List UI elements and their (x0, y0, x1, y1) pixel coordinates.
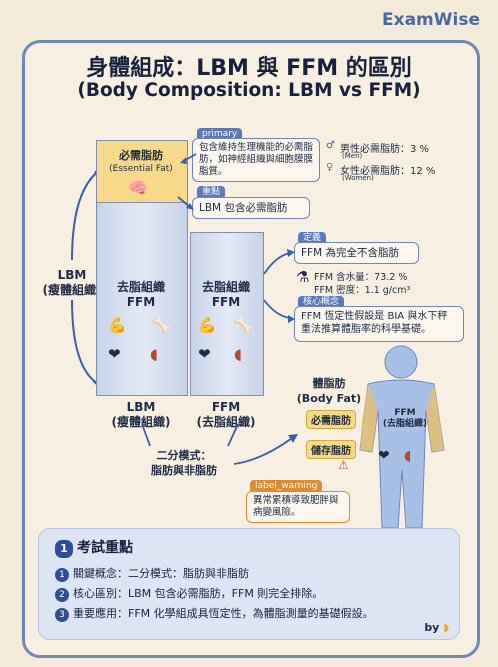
lbm-column-inner-label: 去脂組織 FFM (116, 280, 165, 309)
warning-icon: ⚠ (338, 458, 349, 472)
liver-icon: ◖ (404, 448, 412, 464)
female-essential-fat: 女性必需脂肪：12 % (340, 166, 436, 177)
essential-fat-label: 必需脂肪 (119, 149, 163, 162)
ffm-water-content: FFM 含水量：73.2 % (314, 272, 408, 283)
liver-icon: ◖ (150, 345, 158, 363)
primary-arrow (180, 153, 197, 164)
liver-icon: ◖ (234, 345, 242, 363)
banana-icon: ◗ (443, 621, 449, 634)
brand-logo: ExamWise (382, 10, 480, 30)
heart-icon: ❤ (378, 448, 390, 464)
essential-fat-chip: 必需脂肪 (306, 410, 356, 429)
key-arrow (177, 196, 194, 210)
summary-heading-badge: 1 (55, 540, 73, 558)
summary-item-3-text: 重要應用：FFM 化學組成具恆定性，為體脂測量的基礎假設。 (73, 607, 374, 620)
primary-box: 包含維持生理機能的必需脂肪，如神經組織與細胞膜膜脂質。 (192, 138, 320, 182)
ffm-column (190, 232, 264, 396)
bone-icon: 🦴 (234, 316, 253, 334)
warning-tag: label_warning (250, 480, 323, 493)
warning-box: 異常累積導致肥胖與病變風險。 (246, 491, 350, 523)
summary-item-2-text: 核心區別：LBM 包含必需脂肪，FFM 則完全排除。 (73, 587, 324, 600)
body-ffm-label: FFM (去脂組織) (382, 408, 428, 429)
human-body-figure (359, 345, 445, 529)
byline: by ◗ (424, 621, 449, 634)
definition-tag: 定義 (298, 232, 327, 245)
key-box: LBM 包含必需脂肪 (192, 197, 310, 219)
male-en: (Men) (342, 152, 363, 160)
key-tag: 重點 (197, 186, 226, 199)
male-essential-fat: 男性必需脂肪：3 % (340, 144, 430, 155)
ffm-density: FFM 密度：1.1 g/cm³ (314, 285, 411, 296)
two-compartment-label: 二分模式： 脂肪與非脂肪 (151, 449, 217, 477)
lbm-side-label: LBM (瘦體組織) (42, 268, 102, 297)
female-icon: ♀ (326, 162, 334, 173)
summary-item-1-text: 關鍵概念：二分模式：脂肪與非脂肪 (73, 567, 249, 580)
male-icon: ♂ (326, 140, 335, 151)
brain-icon: 🧠 (128, 178, 148, 197)
essential-fat-segment (96, 140, 188, 204)
body-fat-label: 體脂肪 (Body Fat) (296, 377, 362, 405)
primary-tag: primary (197, 128, 243, 141)
ffm-column-inner-label: 去脂組織 FFM (201, 280, 250, 309)
ffm-column-caption: FFM (去脂組織) (196, 400, 256, 429)
core-concept-tag: 核心概念 (298, 296, 345, 309)
definition-box: FFM 為完全不含脂肪 (294, 242, 419, 264)
female-en: (Women) (342, 174, 374, 182)
lbm-column (96, 202, 188, 396)
two-compartment-arrows (141, 423, 239, 447)
heart-icon: ❤ (108, 345, 121, 363)
page-subtitle: (Body Composition: LBM vs FFM) (77, 80, 421, 101)
muscle-icon: 💪 (198, 316, 217, 334)
storage-fat-chip: 儲存脂肪 (306, 440, 356, 459)
page-title: 身體組成：LBM 與 FFM 的區別 (86, 56, 412, 81)
core-concept-box: FFM 恆定性假設是 BIA 與水下秤重法推算體脂率的科學基礎。 (294, 306, 464, 342)
water-beaker-icon: ⚗ (296, 268, 310, 286)
lbm-column-caption: LBM (瘦體組織) (111, 400, 171, 429)
to-body-arrow (233, 434, 298, 465)
muscle-icon: 💪 (108, 316, 127, 334)
heart-icon: ❤ (198, 345, 211, 363)
essential-fat-en: (Essential Fat) (109, 164, 173, 174)
summary-heading: 考試重點 (77, 540, 133, 556)
byline-text: by (424, 621, 440, 634)
core-concept-arrow (263, 299, 295, 323)
bone-icon: 🦴 (152, 316, 171, 334)
definition-arrow (263, 249, 295, 275)
